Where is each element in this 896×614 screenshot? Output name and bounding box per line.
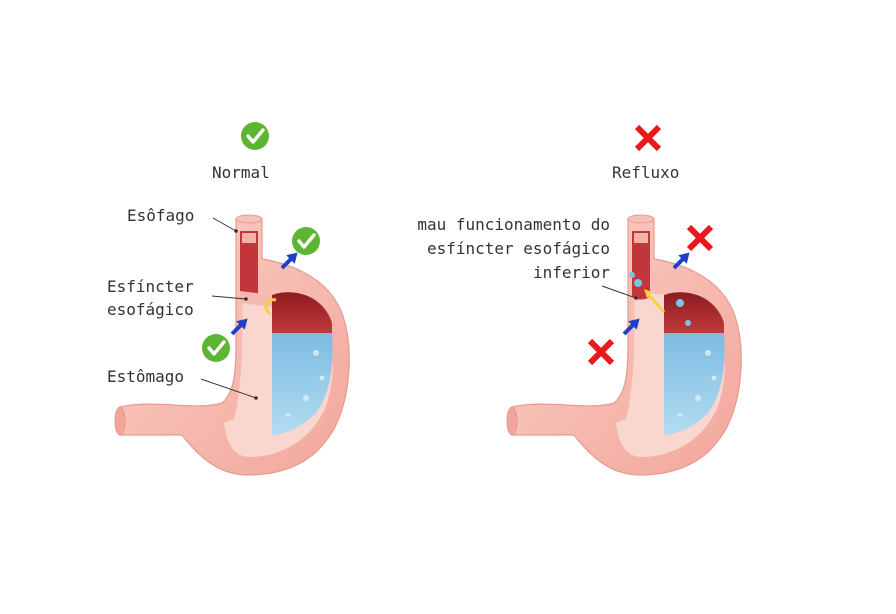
pointer-line-sphincter bbox=[211, 295, 247, 300]
curl-arrow-icon bbox=[264, 298, 277, 316]
cross-small-icon bbox=[689, 227, 711, 249]
cross-icon bbox=[637, 127, 659, 149]
backflow-arrow-icon bbox=[646, 293, 666, 313]
label-malfunction-line2: esfíncter esofágico bbox=[426, 239, 610, 258]
pointer-line-esophagus bbox=[212, 217, 237, 232]
check-small-icon-2 bbox=[200, 332, 232, 364]
check-small-icon bbox=[290, 225, 322, 257]
label-malfunction-line3: inferior bbox=[532, 263, 610, 282]
stomach-reflux bbox=[506, 214, 742, 476]
panel-title-reflux: Refluxo bbox=[612, 163, 680, 182]
label-sphincter-line1: Esfíncter bbox=[107, 277, 194, 296]
label-malfunction-line1: mau funcionamento do bbox=[417, 215, 610, 234]
cross-small-icon-2 bbox=[590, 341, 612, 363]
check-icon bbox=[239, 120, 271, 152]
panel-title-normal: Normal bbox=[212, 163, 270, 182]
pointer-line-stomach bbox=[200, 378, 257, 399]
label-esophagus: Esôfago bbox=[127, 206, 195, 225]
pointer-line-malfunction bbox=[601, 285, 637, 299]
stomach-normal bbox=[114, 214, 350, 476]
label-stomach: Estômago bbox=[107, 367, 185, 386]
panel-normal bbox=[114, 120, 350, 476]
label-sphincter-line2: esofágico bbox=[107, 300, 194, 319]
panel-reflux bbox=[506, 127, 742, 476]
